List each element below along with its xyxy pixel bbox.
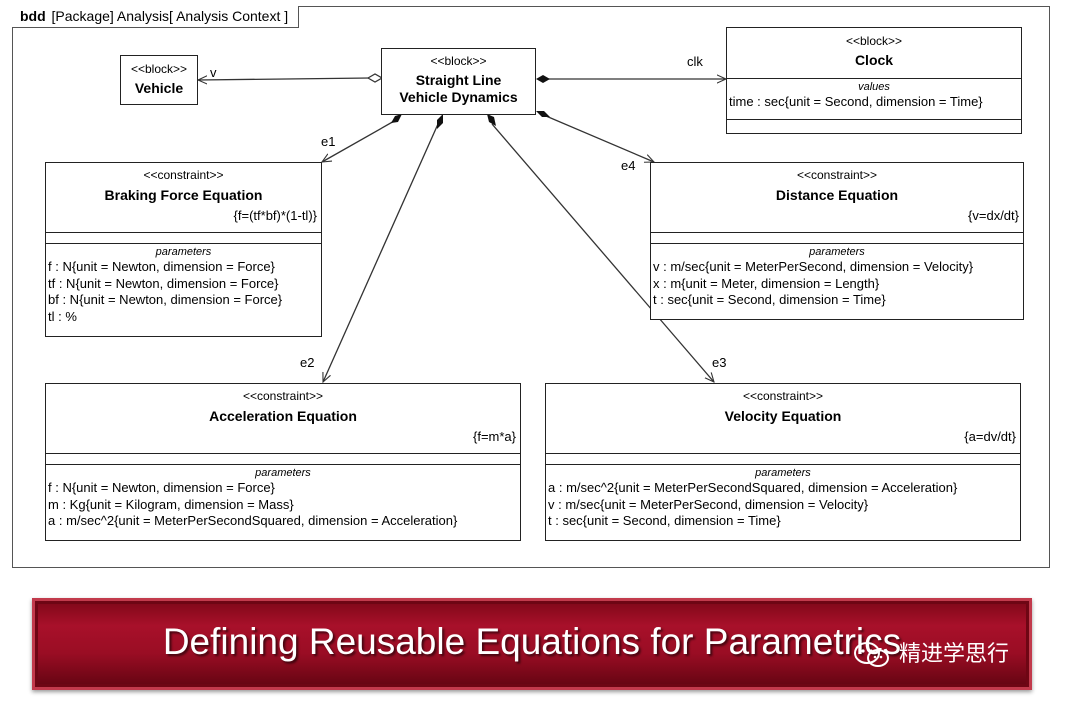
velocity-expression: {a=dv/dt} [964,429,1016,444]
param-row: t : sec{unit = Second, dimension = Time} [653,292,886,307]
acceleration-name: Acceleration Equation [209,408,357,424]
braking-name: Braking Force Equation [104,187,263,203]
param-row: a : m/sec^2{unit = MeterPerSecondSquared… [48,513,458,528]
distance-parameters-title: parameters [809,246,865,258]
param-row: tl : % [48,308,77,324]
clock-value-row: time : sec{unit = Second, dimension = Ti… [729,94,983,109]
clock-stereotype: <<block>> [845,34,903,48]
param-row: x : m{unit = Meter, dimension = Length} [653,275,880,291]
role-label-e2: e2 [300,355,315,370]
velocity-parameters-title: parameters [755,467,811,479]
param-row: f : N{unit = Newton, dimension = Force} [48,259,275,274]
aggregation-diamond [366,73,384,83]
composition-diamond-e2 [437,114,443,129]
separator [46,453,520,454]
edge-e4 [545,115,654,162]
composition-diamond-clock [536,75,550,83]
separator [651,243,1023,244]
edge-e2 [323,123,439,382]
param-row: tf : N{unit = Newton, dimension = Force} [48,275,279,291]
vehicle-stereotype: <<block>> [130,62,188,76]
separator [46,232,321,233]
separator [46,464,520,465]
distance-name: Distance Equation [775,187,899,203]
distance-expression: {v=dx/dt} [968,208,1019,223]
constraint-braking-force-equation[interactable]: <<constraint>> Braking Force Equation {f… [45,162,322,337]
braking-stereotype: <<constraint>> [143,168,224,182]
frame-tab: bdd [Package] Analysis[ Analysis Context… [12,6,300,28]
watermark-text: 精进学思行 [899,642,1010,667]
composition-diamond-e4 [536,111,550,117]
separator [46,243,321,244]
watermark: 精进学思行 [852,640,1009,670]
role-label-e3: e3 [712,355,727,370]
block-vehicle[interactable]: <<block>> Vehicle [120,55,198,105]
acceleration-expression: {f=m*a} [472,429,516,444]
separator [651,232,1023,233]
acceleration-parameters-title: parameters [255,467,311,479]
constraint-acceleration-equation[interactable]: <<constraint>> Acceleration Equation {f=… [45,383,521,541]
velocity-parameters: parameters a : m/sec^2{unit = MeterPerSe… [546,467,1020,530]
distance-parameters: parameters v : m/sec{unit = MeterPerSeco… [651,246,1023,309]
separator [546,453,1020,454]
separator [727,78,1021,79]
role-label-v: v [210,65,217,80]
constraint-distance-equation[interactable]: <<constraint>> Distance Equation {v=dx/d… [650,162,1024,320]
velocity-stereotype: <<constraint>> [742,389,824,403]
edge-vehicle [198,78,371,80]
acceleration-stereotype: <<constraint>> [242,389,324,403]
vehicle-name: Vehicle [134,80,184,96]
param-row: v : m/sec{unit = MeterPerSecond, dimensi… [653,259,974,274]
role-label-clk: clk [687,54,703,69]
braking-parameters-title: parameters [155,246,212,258]
dynamics-name-line2: Vehicle Dynamics [399,89,518,105]
separator [546,464,1020,465]
acceleration-parameters: parameters f : N{unit = Newton, dimensio… [46,467,520,530]
clock-name: Clock [854,52,894,68]
braking-parameters: parameters f : N{unit = Newton, dimensio… [46,246,321,325]
param-row: f : N{unit = Newton, dimension = Force} [48,480,275,495]
wechat-icon [852,641,892,669]
velocity-name: Velocity Equation [724,408,842,424]
clock-values-section: values time : sec{unit = Second, dimensi… [727,81,1021,111]
constraint-velocity-equation[interactable]: <<constraint>> Velocity Equation {a=dv/d… [545,383,1021,541]
param-row: m : Kg{unit = Kilogram, dimension = Mass… [48,496,294,512]
block-straight-line-vehicle-dynamics[interactable]: <<block>> Straight Line Vehicle Dynamics [381,48,536,115]
role-label-e4: e4 [621,158,636,173]
param-row: t : sec{unit = Second, dimension = Time} [548,513,781,528]
frame-title: [Package] Analysis[ Analysis Context ] [51,8,289,24]
clock-values-title: values [858,81,890,93]
slide-title: Defining Reusable Equations for Parametr… [162,621,902,662]
param-row: a : m/sec^2{unit = MeterPerSecondSquared… [548,480,958,495]
composition-diamond-e3 [487,114,496,126]
block-clock[interactable]: <<block>> Clock values time : sec{unit =… [726,27,1022,134]
frame-kind: bdd [20,8,46,24]
role-label-e1: e1 [321,134,336,149]
composition-diamond-e1 [391,114,402,123]
edge-e1 [322,119,397,162]
distance-stereotype: <<constraint>> [796,168,878,182]
edge-e3 [491,123,714,382]
separator [727,119,1021,120]
braking-expression: {f=(tf*bf)*(1-tl)} [233,208,317,223]
dynamics-stereotype: <<block>> [430,54,487,68]
dynamics-name-line1: Straight Line [415,72,502,88]
param-row: bf : N{unit = Newton, dimension = Force} [48,292,283,307]
param-row: v : m/sec{unit = MeterPerSecond, dimensi… [548,496,869,512]
